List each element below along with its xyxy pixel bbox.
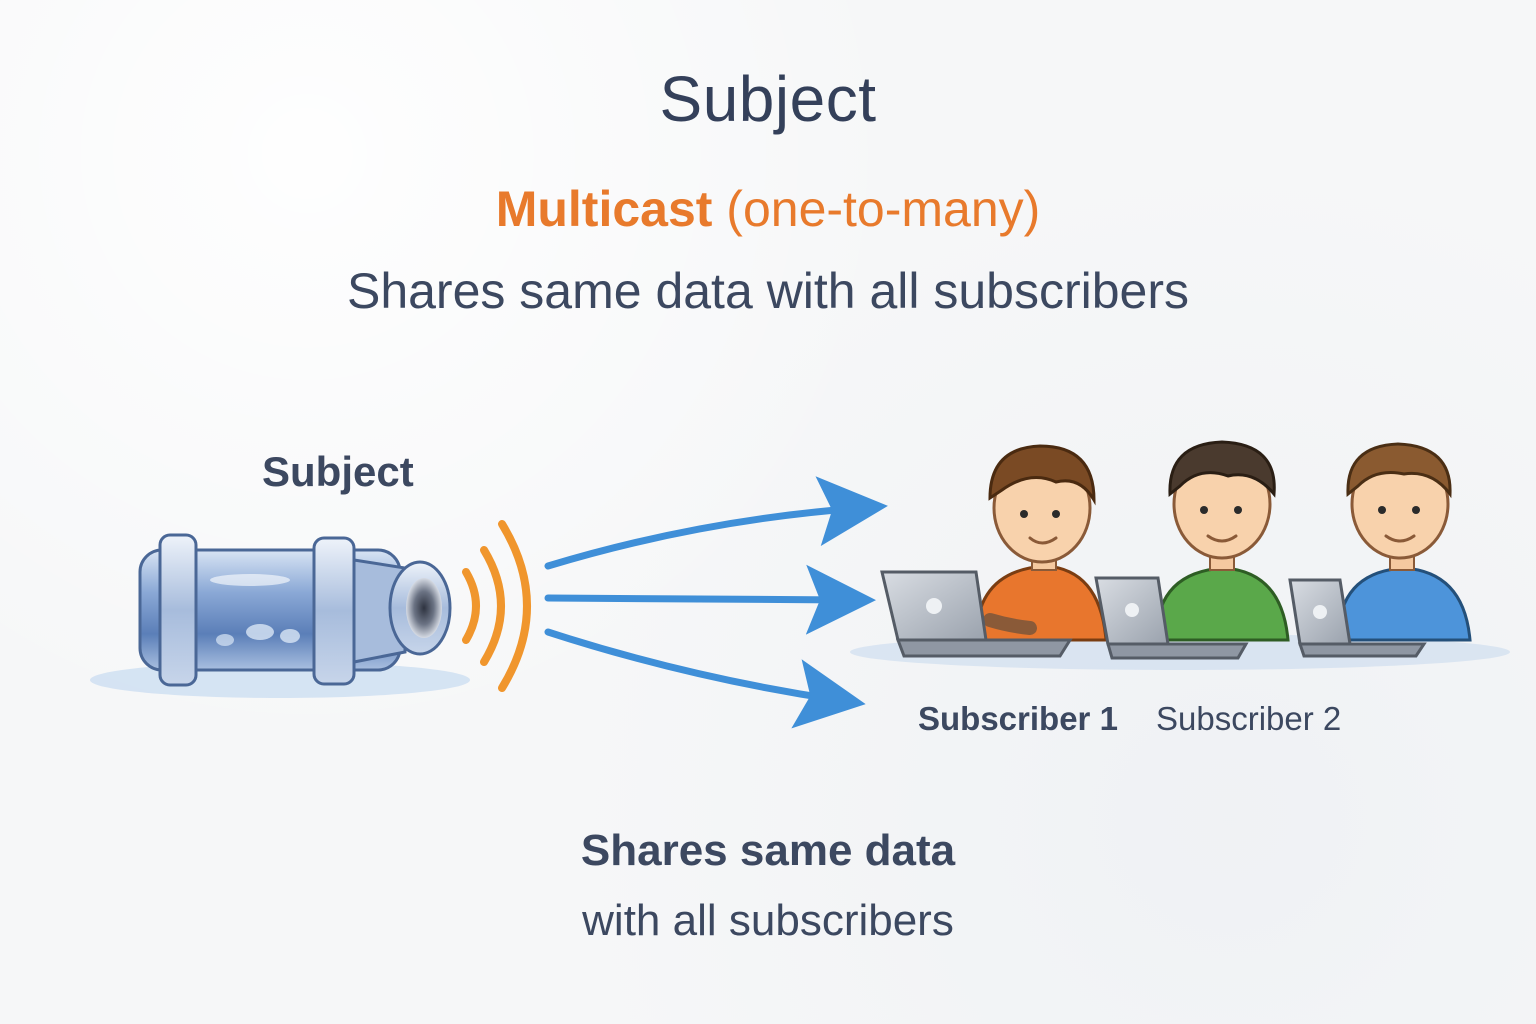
subscriber-1-figure — [882, 446, 1106, 656]
arrows — [548, 508, 860, 700]
subject-pipe — [90, 535, 470, 698]
subscriber-2-shirt — [1156, 568, 1288, 640]
pipe-ring-right — [314, 538, 354, 684]
pipe-bubble — [280, 629, 300, 643]
footer-line-2: with all subscribers — [0, 896, 1536, 946]
pipe-highlight — [210, 574, 290, 586]
laptop-3-base — [1300, 644, 1424, 656]
subscriber-2-eye — [1234, 506, 1242, 514]
wave-icon — [484, 550, 501, 662]
laptop-2-logo-icon — [1125, 603, 1139, 617]
pipe-opening — [406, 578, 442, 638]
subscriber-1-label: Subscriber 1 — [918, 700, 1118, 738]
laptop-2-base — [1108, 644, 1246, 658]
arrow-top — [548, 508, 860, 566]
subscriber-3-eye — [1378, 506, 1386, 514]
subscriber-1-eye — [1020, 510, 1028, 518]
arrow-bottom — [548, 632, 838, 700]
arrow-middle — [548, 598, 848, 600]
subscriber-1-arm — [990, 620, 1030, 628]
subscriber-3-eye — [1412, 506, 1420, 514]
subject-label: Subject — [262, 448, 414, 496]
subscriber-3-shirt — [1338, 568, 1470, 640]
laptop-1-logo-icon — [926, 598, 942, 614]
pipe-bubble — [246, 624, 274, 640]
laptop-3-logo-icon — [1313, 605, 1327, 619]
pipe-ring-left — [160, 535, 196, 685]
subscriber-3-figure — [1290, 444, 1470, 656]
subscriber-2-figure — [1096, 442, 1288, 658]
laptop-1-base — [898, 640, 1070, 656]
subscriber-2-eye — [1200, 506, 1208, 514]
wave-icon — [502, 524, 527, 688]
wave-icon — [466, 572, 476, 640]
subscriber-2-label: Subscriber 2 — [1156, 700, 1341, 738]
broadcast-waves — [466, 524, 527, 688]
pipe-bubble — [216, 634, 234, 646]
subscriber-1-eye — [1052, 510, 1060, 518]
footer-line-1: Shares same data — [0, 826, 1536, 876]
subscriber-1-shirt — [976, 566, 1106, 640]
